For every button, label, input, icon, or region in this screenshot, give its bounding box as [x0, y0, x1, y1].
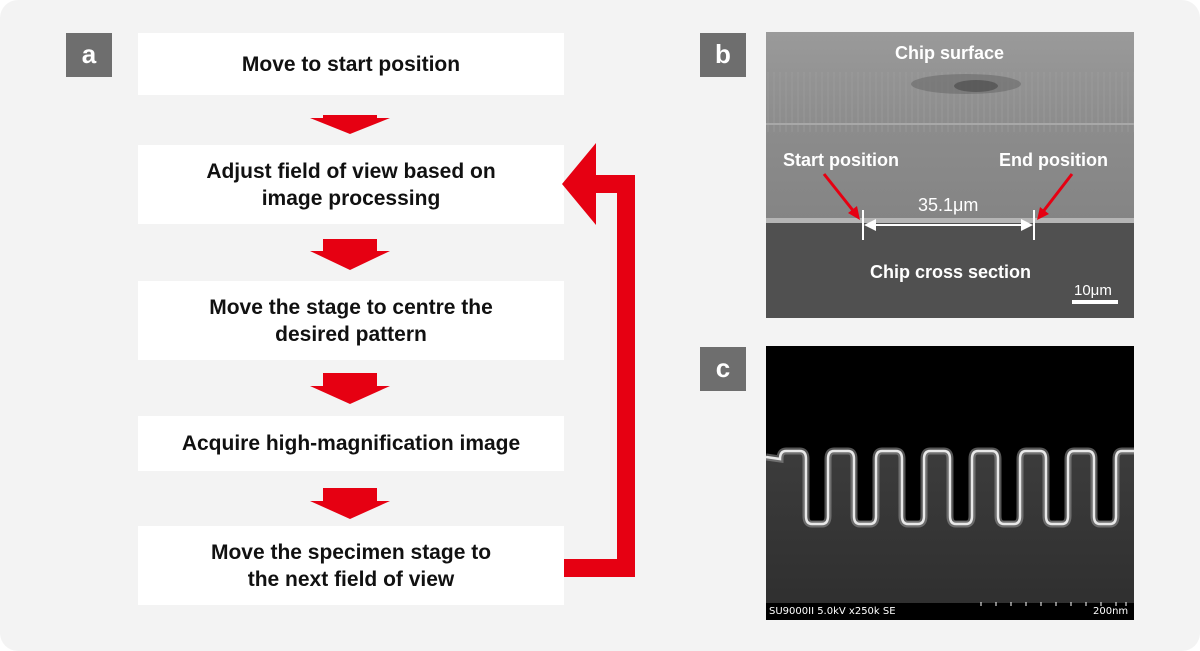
trench-edge [766, 449, 1134, 526]
flow-step-1: Move to start position [138, 33, 564, 95]
sem-info-bar: SU9000II 5.0kV x250k SE [769, 606, 896, 617]
scale-bar-label-c: 200nm [1093, 606, 1129, 617]
panel-a-badge: a [66, 33, 112, 77]
end-position-label: End position [999, 150, 1108, 170]
chip-surface-label: Chip surface [895, 43, 1005, 63]
flow-step-2: Adjust field of view based on image proc… [138, 145, 564, 224]
down-arrow-icon [310, 115, 390, 134]
down-arrow-icon [310, 373, 390, 404]
panel-c-badge: c [700, 347, 746, 391]
start-position-label: Start position [783, 150, 899, 170]
trench-fill [766, 451, 1134, 620]
panel-b-badge: b [700, 33, 746, 77]
distance-label: 35.1μm [918, 195, 979, 215]
sem-image-chip: Chip surface Start position End position… [766, 32, 1134, 318]
scale-bar-label-b: 10μm [1074, 282, 1112, 299]
flow-step-5: Move the specimen stage to the next fiel… [138, 526, 564, 605]
chip-cross-section-label: Chip cross section [870, 262, 1032, 282]
sem-image-cross-section: SU9000II 5.0kV x250k SE 200nm [766, 346, 1134, 620]
loop-back-arrow-icon [562, 143, 635, 577]
down-arrow-icon [310, 239, 390, 270]
down-arrow-icon [310, 488, 390, 519]
flow-step-3: Move the stage to centre the desired pat… [138, 281, 564, 360]
flow-step-4: Acquire high-magnification image [138, 416, 564, 471]
